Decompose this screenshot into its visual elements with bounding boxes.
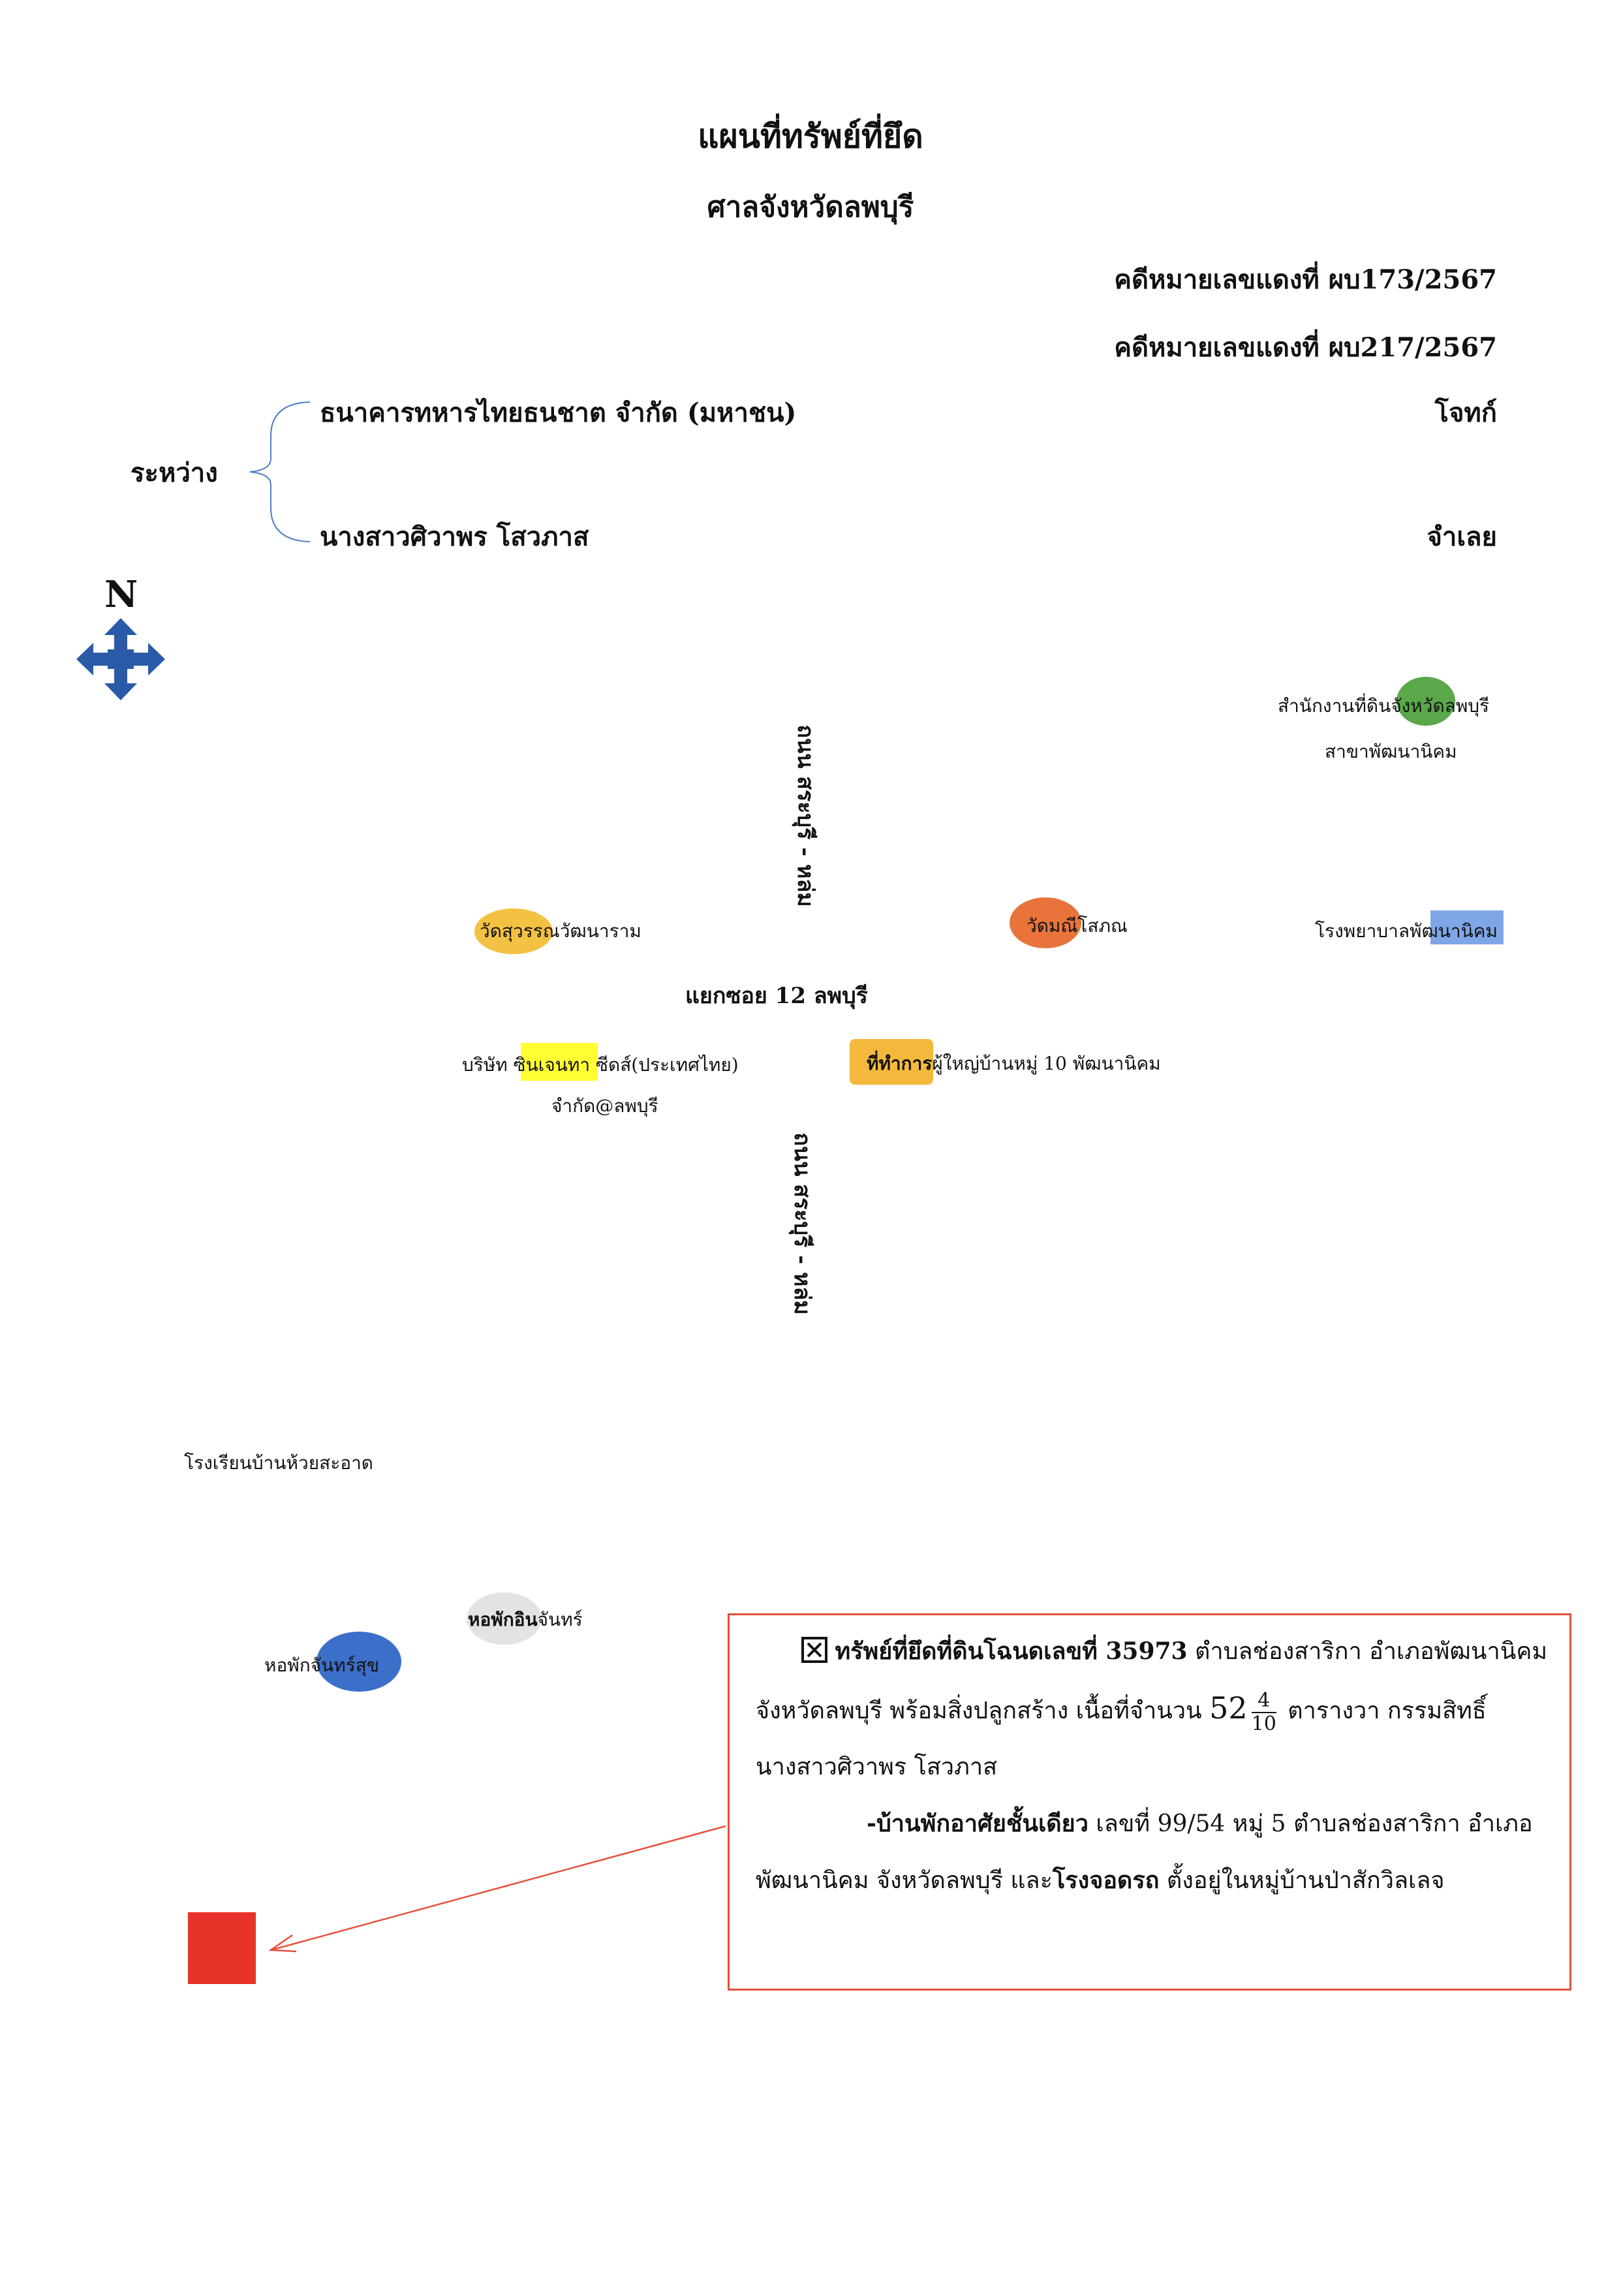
compass-north-label: N	[104, 573, 138, 616]
dorm-chan-label: หอพักจันทร์สุข	[264, 1654, 379, 1676]
property-line-4: -บ้านพักอาศัยชั้นเดียว เลขที่ 99/54 หมู่…	[756, 1795, 1550, 1852]
company-suffix: ซีดส์(ประเทศไทย)	[596, 1054, 739, 1076]
dorm-chan-marker	[316, 1632, 401, 1692]
property-area-whole: 52	[1209, 1690, 1248, 1726]
company-highlight	[521, 1043, 598, 1081]
land-office-label: สำนักงานที่ดินจังหวัดลพบุรี	[1278, 695, 1490, 717]
defendant-name: นางสาวศิวาพร โสวภาส	[320, 521, 589, 552]
school-label: โรงเรียนบ้านห้วยสะอาด	[184, 1452, 373, 1474]
dorm-in-rest: จันทร์	[537, 1609, 583, 1630]
dorm-in-label: หอพักอินจันทร์	[468, 1606, 583, 1634]
plaintiff-role: โจทก์	[1434, 397, 1497, 428]
village-office-rest: ผู้ใหญ่บ้านหมู่ 10 พัฒนานิคม	[932, 1053, 1161, 1074]
property-house-address: เลขที่ 99/54 หมู่ 5 ตำบลช่องสาริกา อำเภอ	[1096, 1810, 1533, 1837]
wat-mani-label: วัดมณีโสภณ	[1027, 915, 1128, 937]
property-area-suffix: ตารางวา กรรมสิทธิ์	[1288, 1698, 1487, 1724]
property-area-numerator: 4	[1251, 1690, 1276, 1713]
property-location: ตำบลช่องสาริกา อำเภอพัฒนานิคม	[1195, 1638, 1548, 1665]
property-description-box: ทรัพย์ที่ยึดที่ดินโฉนดเลขที่ 35973 ตำบลช…	[728, 1613, 1571, 1991]
property-line-5-prefix: พัฒนานิคม จังหวัดลพบุรี และ	[756, 1867, 1053, 1894]
case-number-1: คดีหมายเลขแดงที่ ผบ173/2567	[1114, 264, 1497, 295]
land-office-branch-label: สาขาพัฒนานิคม	[1325, 741, 1457, 762]
case-number-2: คดีหมายเลขแดงที่ ผบ217/2567	[1114, 332, 1497, 363]
court-name: ศาลจังหวัดลพบุรี	[707, 191, 914, 224]
wat-mani-marker	[1010, 897, 1081, 948]
hospital-highlight	[1430, 910, 1504, 944]
company-prefix: บริษัท	[462, 1054, 508, 1076]
road-label-south: ถนน สระบุรี - หล่ม	[789, 1132, 815, 1315]
property-line-2: จังหวัดลพบุรี พร้อมสิ่งปลูกสร้าง เนื้อที…	[756, 1680, 1550, 1739]
defendant-role: จำเลย	[1427, 521, 1497, 552]
company-name-highlight: ซินเจนทา	[513, 1054, 591, 1076]
compass-arrows-icon	[76, 618, 165, 700]
property-line-1: ทรัพย์ที่ยึดที่ดินโฉนดเลขที่ 35973 ตำบลช…	[756, 1623, 1550, 1680]
page-title: แผนที่ทรัพย์ที่ยึด	[698, 117, 923, 155]
dorm-in-bold: หอพักอิน	[468, 1609, 538, 1630]
land-office-marker	[1397, 677, 1455, 726]
property-area-prefix: จังหวัดลพบุรี พร้อมสิ่งปลูกสร้าง เนื้อที…	[756, 1698, 1202, 1724]
property-line-5: พัฒนานิคม จังหวัดลพบุรี และโรงจอดรถ ตั้ง…	[756, 1852, 1550, 1909]
wat-suwan-marker	[474, 908, 553, 954]
property-house-type: -บ้านพักอาศัยชั้นเดียว	[867, 1810, 1088, 1837]
property-village: ตั้งอยู่ในหมู่บ้านป่าสักวิลเลจ	[1166, 1867, 1445, 1894]
road-label-north: ถนน สระบุรี - หล่ม	[792, 724, 818, 907]
hospital-label: โรงพยาบาลพัฒนานิคม	[1315, 920, 1498, 942]
property-marker	[188, 1912, 256, 1984]
property-title-deed: ทรัพย์ที่ยึดที่ดินโฉนดเลขที่ 35973	[835, 1637, 1188, 1665]
company-label-line2: จำกัด@ลพบุรี	[551, 1095, 658, 1117]
dorm-in-marker	[467, 1592, 542, 1645]
between-label: ระหว่าง	[131, 458, 218, 488]
intersection-label: แยกซอย 12 ลพบุรี	[685, 983, 868, 1009]
village-office-highlight	[850, 1039, 933, 1085]
village-office-highlight-text: ที่ทำการ	[867, 1053, 933, 1074]
property-pointer-arrow	[268, 1825, 726, 1953]
plaintiff-name: ธนาคารทหารไทยธนชาต จำกัด (มหาชน)	[320, 397, 797, 428]
property-area-denominator: 10	[1251, 1713, 1276, 1735]
company-label: บริษัท ซินเจนทา ซีดส์(ประเทศไทย)	[462, 1051, 739, 1079]
property-owner: นางสาวศิวาพร โสวภาส	[756, 1754, 998, 1780]
party-brace	[249, 401, 311, 542]
checkbox-x-icon	[801, 1637, 827, 1663]
village-office-label: ที่ทำการผู้ใหญ่บ้านหมู่ 10 พัฒนานิคม	[867, 1049, 1161, 1078]
property-garage: โรงจอดรถ	[1052, 1867, 1160, 1894]
wat-suwan-label: วัดสุวรรณวัฒนาราม	[480, 920, 641, 942]
